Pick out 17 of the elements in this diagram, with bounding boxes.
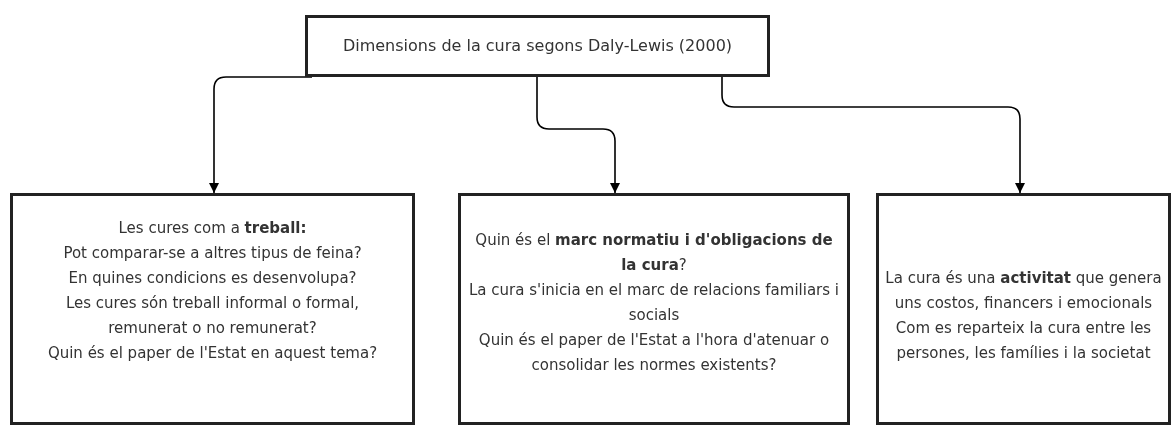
box-text: Dimensions de la cura segons Daly-Lewis (2000) (342, 35, 733, 57)
process-box (458, 193, 850, 425)
arrow (536, 76, 620, 194)
box-text: Com es reparteix la cura entre les persones, les famílies i la societat (894, 318, 1153, 364)
box-text: Quin és el paper de l'Estat en aquest tema? (47, 343, 378, 364)
box-text: Les cures com a treball: (118, 218, 307, 239)
process-box (10, 193, 415, 425)
box-text: La cura és una activitat que genera uns costos, financers i emocionals (884, 268, 1163, 314)
box-text: Pot comparar-se a altres tipus de feina? (63, 243, 362, 264)
box-text: Quin és el paper de l'Estat a l'hora d'atenuar o consolidar les normes existents? (477, 330, 831, 376)
box-text: Les cures són treball informal o formal, remunerat o no remunerat? (64, 293, 361, 339)
process-box (876, 193, 1171, 425)
box-text: La cura s'inicia en el marc de relacions familiars i socials (469, 280, 839, 326)
box-text: En quines condicions es desenvolupa? (68, 268, 357, 289)
arrow (721, 76, 1025, 194)
box-text: Quin és el marc normatiu i d'obligacions de la cura? (474, 230, 834, 276)
title-box (305, 15, 770, 77)
